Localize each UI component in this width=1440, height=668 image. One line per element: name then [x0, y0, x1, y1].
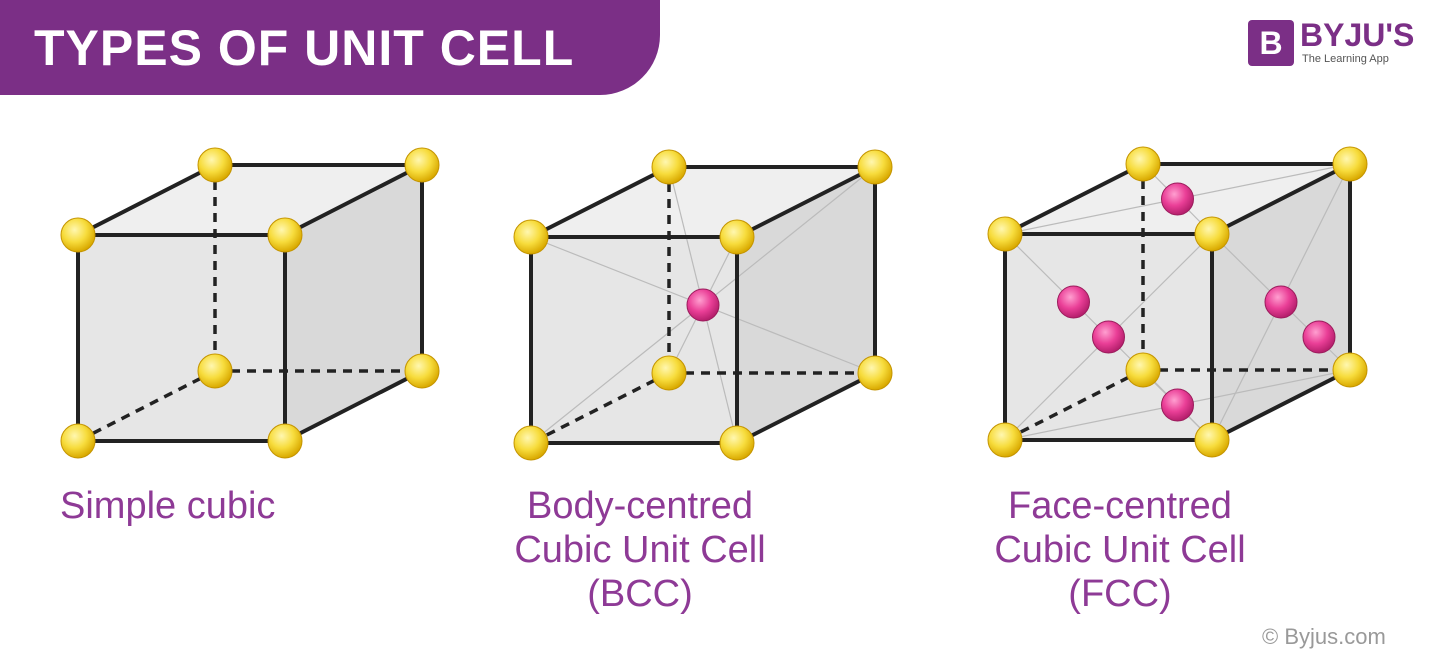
logo-name: BYJU'S — [1300, 17, 1415, 53]
fcc-face-center-atom — [1161, 388, 1194, 422]
simple-edge — [283, 163, 424, 237]
logo-tagline: The Learning App — [1302, 53, 1389, 65]
fcc-face-center-atom — [1057, 285, 1090, 319]
fcc-face-center-atom — [1161, 182, 1194, 216]
fcc-face-center-atom — [1302, 320, 1336, 354]
fcc-face-center-atom — [1264, 285, 1298, 319]
bcc-corner-atom — [719, 219, 755, 255]
bcc-corner-atom — [857, 355, 893, 391]
simple-corner-atom — [60, 423, 96, 459]
simple-corner-atom — [197, 353, 233, 389]
label-bcc: Body-centred Cubic Unit Cell (BCC) — [514, 485, 766, 615]
copyright-notice: © Byjus.com — [1262, 624, 1386, 649]
simple-top-face — [78, 165, 422, 235]
bcc-corner-atom — [857, 149, 893, 185]
simple-corner-atom — [197, 147, 233, 183]
fcc-edge — [1210, 162, 1352, 236]
bcc-edge — [529, 165, 671, 239]
simple-corner-atom — [60, 217, 96, 253]
simple-front-face — [78, 235, 285, 441]
bcc-corner-atom — [513, 425, 549, 461]
bcc-edge — [735, 165, 877, 239]
fcc-corner-atom — [1125, 352, 1161, 388]
fcc-edge — [1003, 162, 1145, 236]
bcc-top-face — [531, 167, 875, 237]
bcc-corner-atom — [719, 425, 755, 461]
label-fcc: Face-centred Cubic Unit Cell (FCC) — [994, 485, 1246, 615]
label-simple-cubic: Simple cubic — [60, 485, 276, 527]
bcc-body-center-atom — [686, 288, 720, 322]
simple-corner-atom — [267, 423, 303, 459]
fcc-corner-atom — [1332, 146, 1368, 182]
byjus-logo: B BYJU'S The Learning App — [1248, 18, 1428, 73]
bcc-edge — [735, 371, 877, 445]
simple-corner-atom — [404, 353, 440, 389]
fcc-hidden-edge — [1004, 368, 1144, 442]
simple-edge — [76, 163, 217, 237]
fcc-corner-atom — [1125, 146, 1161, 182]
simple-corner-atom — [404, 147, 440, 183]
logo-icon: B — [1248, 20, 1294, 66]
simple-corner-atom — [267, 217, 303, 253]
bcc-front-face — [531, 237, 737, 443]
fcc-corner-atom — [1194, 216, 1230, 252]
bcc-hidden-edge — [530, 371, 670, 445]
simple-edge — [283, 369, 424, 443]
fcc-corner-atom — [1332, 352, 1368, 388]
fcc-face-center-atom — [1092, 320, 1125, 354]
fcc-corner-atom — [987, 216, 1023, 252]
fcc-corner-atom — [1194, 422, 1230, 458]
title-banner: TYPES OF UNIT CELL — [0, 0, 660, 95]
fcc-edge — [1210, 368, 1352, 442]
bcc-corner-atom — [651, 355, 687, 391]
simple-hidden-edge — [77, 369, 216, 443]
bcc-corner-atom — [651, 149, 687, 185]
fcc-corner-atom — [987, 422, 1023, 458]
page-title: TYPES OF UNIT CELL — [34, 20, 575, 76]
bcc-corner-atom — [513, 219, 549, 255]
